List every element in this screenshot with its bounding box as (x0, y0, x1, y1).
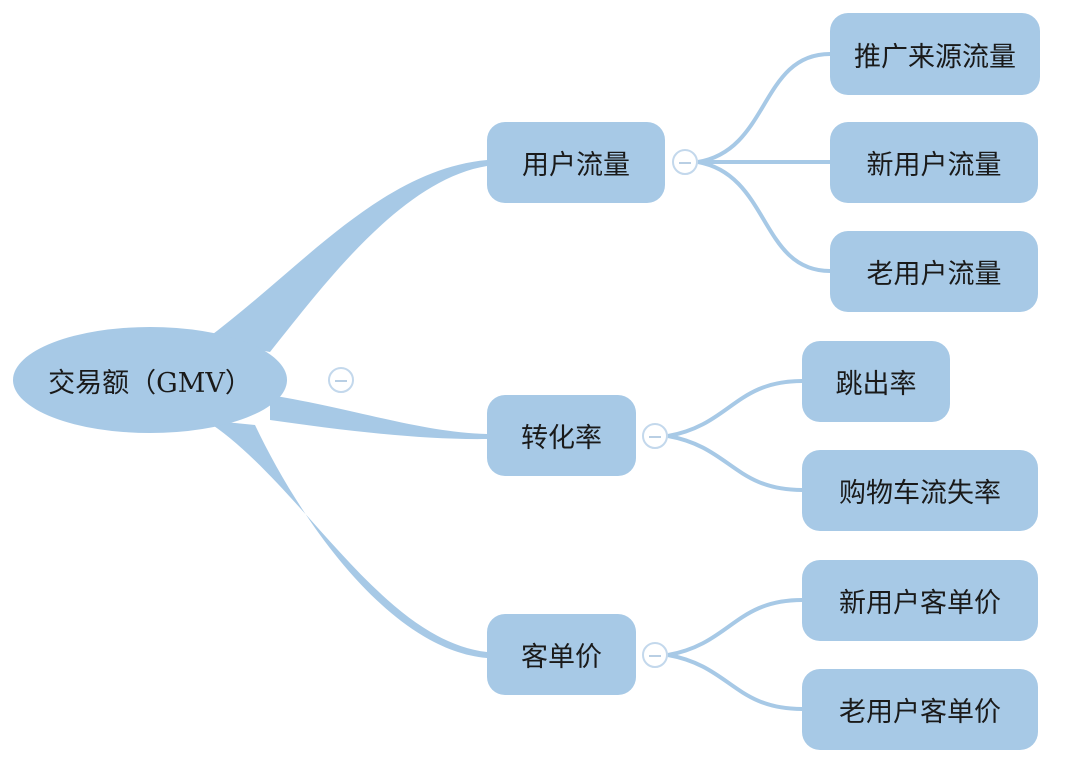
node-label: 新用户客单价 (839, 588, 1001, 619)
leaf-old-user-order-value[interactable]: 老用户客单价 (802, 669, 1038, 750)
node-label: 跳出率 (835, 369, 917, 400)
leaf-connector (667, 653, 803, 711)
branch-connector-user-traffic (205, 160, 487, 352)
leaf-cart-abandonment[interactable]: 购物车流失率 (802, 450, 1038, 531)
leaf-bounce-rate[interactable]: 跳出率 (802, 341, 950, 422)
leaf-connector (667, 379, 803, 438)
node-label: 老用户流量 (866, 259, 1002, 290)
leaf-connector (667, 434, 803, 492)
root-node[interactable]: 交易额（GMV） (14, 328, 286, 432)
node-label: 购物车流失率 (839, 478, 1001, 509)
collapse-user-traffic-toggle-icon[interactable] (672, 149, 698, 175)
branch-connector-conversion (270, 395, 487, 440)
collapse-conversion-toggle-icon[interactable] (642, 423, 668, 449)
collapse-root-toggle-icon[interactable] (328, 367, 354, 393)
node-label: 新用户流量 (866, 150, 1002, 181)
leaf-new-user-traffic[interactable]: 新用户流量 (830, 122, 1038, 203)
leaf-connector (697, 52, 831, 164)
node-label: 用户流量 (522, 150, 630, 181)
leaf-old-user-traffic[interactable]: 老用户流量 (830, 231, 1038, 312)
leaf-connector (667, 598, 803, 657)
node-label: 客单价 (521, 642, 602, 673)
node-conversion-rate[interactable]: 转化率 (487, 395, 636, 476)
branch-connector-order-value (205, 420, 487, 658)
node-label: 转化率 (521, 423, 602, 454)
node-label: 老用户客单价 (839, 697, 1001, 728)
root-label: 交易额（GMV） (48, 367, 252, 399)
collapse-order-value-toggle-icon[interactable] (642, 642, 668, 668)
root-ellipse (13, 327, 287, 433)
leaf-promo-source-traffic[interactable]: 推广来源流量 (830, 13, 1040, 95)
node-label: 推广来源流量 (854, 41, 1016, 73)
node-order-value[interactable]: 客单价 (487, 614, 636, 695)
node-user-traffic[interactable]: 用户流量 (487, 122, 665, 203)
leaf-connector (697, 160, 831, 273)
leaf-new-user-order-value[interactable]: 新用户客单价 (802, 560, 1038, 641)
